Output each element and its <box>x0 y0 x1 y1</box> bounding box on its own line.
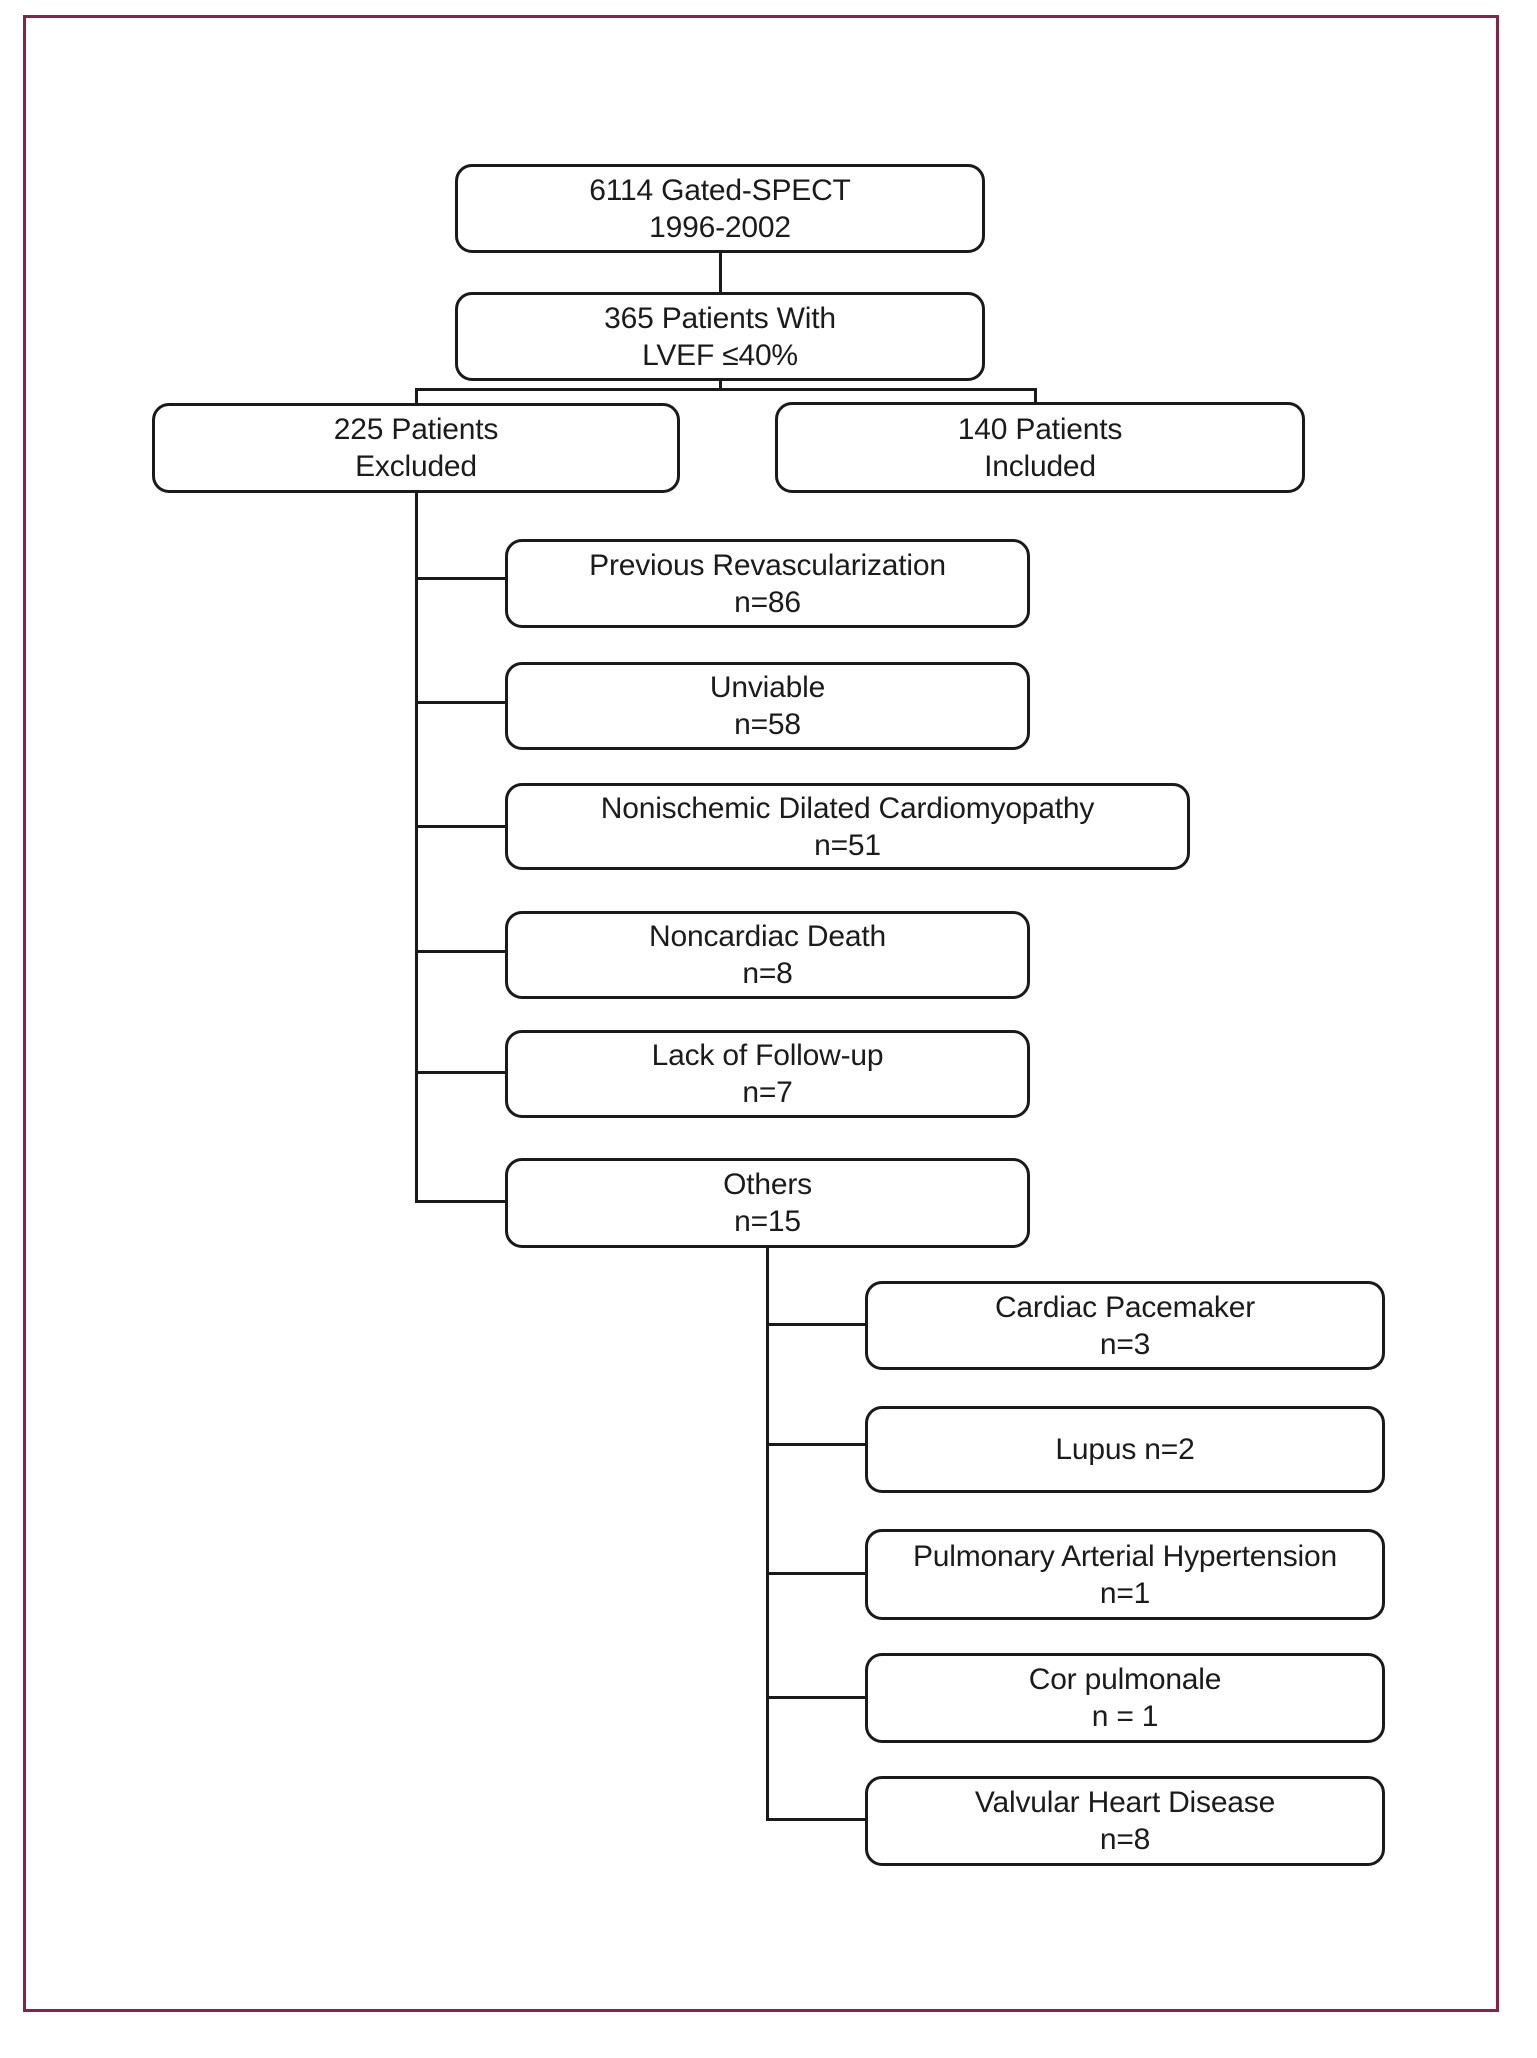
node-text-line: Previous Revascularization <box>589 548 946 582</box>
connector-branch-noncardiac-death <box>416 950 506 953</box>
node-pulmonary-arterial-hypertension: Pulmonary Arterial Hypertension n=1 <box>865 1529 1385 1620</box>
node-text-line: Nonischemic Dilated Cardiomyopathy <box>600 791 1095 825</box>
node-lack-of-followup: Lack of Follow-up n=7 <box>505 1030 1030 1118</box>
node-text-line: n=86 <box>734 585 801 619</box>
connector-split-horizontal <box>415 388 1037 391</box>
node-cardiac-pacemaker: Cardiac Pacemaker n=3 <box>865 1281 1385 1370</box>
connector-branch-pulmonary-hypertension <box>768 1572 866 1575</box>
node-text-line: n=51 <box>814 828 881 862</box>
connector-branch-nonischemic <box>416 825 506 828</box>
node-text-line: Pulmonary Arterial Hypertension <box>913 1539 1337 1573</box>
node-text-line: Unviable <box>709 671 826 704</box>
node-nonischemic-dilated-cardiomyopathy: Nonischemic Dilated Cardiomyopathy n=51 <box>505 783 1190 870</box>
node-unviable: Unviable n=58 <box>505 662 1030 750</box>
node-lupus: Lupus n=2 <box>865 1406 1385 1493</box>
node-text-line: Valvular Heart Disease <box>974 1786 1276 1819</box>
node-text-line: Noncardiac Death <box>649 920 886 953</box>
figure-border <box>23 15 1499 2012</box>
node-text-line: Cor pulmonale <box>1028 1663 1222 1696</box>
node-text-line: n=8 <box>1099 1823 1151 1856</box>
node-text-line: n=3 <box>1099 1327 1151 1361</box>
connector-lvef-stub <box>719 381 722 391</box>
connector-others-trunk <box>766 1248 769 1821</box>
connector-branch-prev-revascularization <box>416 577 506 580</box>
connector-branch-others <box>416 1200 506 1203</box>
node-previous-revascularization: Previous Revascularization n=86 <box>505 539 1030 628</box>
connector-branch-lupus <box>768 1443 866 1446</box>
connector-branch-valvular <box>768 1818 866 1821</box>
node-others: Others n=15 <box>505 1158 1030 1248</box>
connector-drop-included <box>1034 388 1037 402</box>
node-text-line: Others <box>723 1168 812 1201</box>
connector-branch-unviable <box>416 701 506 704</box>
node-text-line: 140 Patients <box>957 412 1123 446</box>
node-cor-pulmonale: Cor pulmonale n = 1 <box>865 1653 1385 1743</box>
connector-drop-excluded <box>415 388 418 403</box>
node-text-line: 1996-2002 <box>649 210 791 244</box>
node-text-line: n=7 <box>742 1076 793 1109</box>
node-text-line: 365 Patients With <box>604 301 836 335</box>
connector-branch-lack-followup <box>416 1071 506 1074</box>
node-text-line: Lupus n=2 <box>1055 1433 1195 1466</box>
connector-excluded-trunk <box>415 492 418 1203</box>
node-text-line: LVEF ≤40% <box>642 338 798 372</box>
node-text-line: n=8 <box>742 957 793 990</box>
connector-root-to-lvef <box>719 253 722 292</box>
node-patients-excluded: 225 Patients Excluded <box>152 403 680 493</box>
node-text-line: 6114 Gated-SPECT <box>589 173 851 207</box>
node-valvular-heart-disease: Valvular Heart Disease n=8 <box>865 1776 1385 1866</box>
node-patients-included: 140 Patients Included <box>775 402 1305 493</box>
connector-branch-cardiac-pacemaker <box>768 1323 866 1326</box>
node-text-line: n=1 <box>1099 1576 1151 1610</box>
node-text-line: n=58 <box>734 708 801 741</box>
node-text-line: Lack of Follow-up <box>651 1039 884 1072</box>
node-text-line: Excluded <box>355 450 477 483</box>
node-text-line: 225 Patients <box>333 413 499 446</box>
node-text-line: n=15 <box>734 1205 801 1238</box>
node-text-line: Included <box>984 449 1096 483</box>
node-gated-spect-total: 6114 Gated-SPECT 1996-2002 <box>455 164 985 253</box>
node-text-line: n = 1 <box>1091 1700 1159 1733</box>
connector-branch-cor-pulmonale <box>768 1696 866 1699</box>
node-noncardiac-death: Noncardiac Death n=8 <box>505 911 1030 999</box>
node-patients-lvef: 365 Patients With LVEF ≤40% <box>455 292 985 381</box>
node-text-line: Cardiac Pacemaker <box>994 1290 1256 1324</box>
